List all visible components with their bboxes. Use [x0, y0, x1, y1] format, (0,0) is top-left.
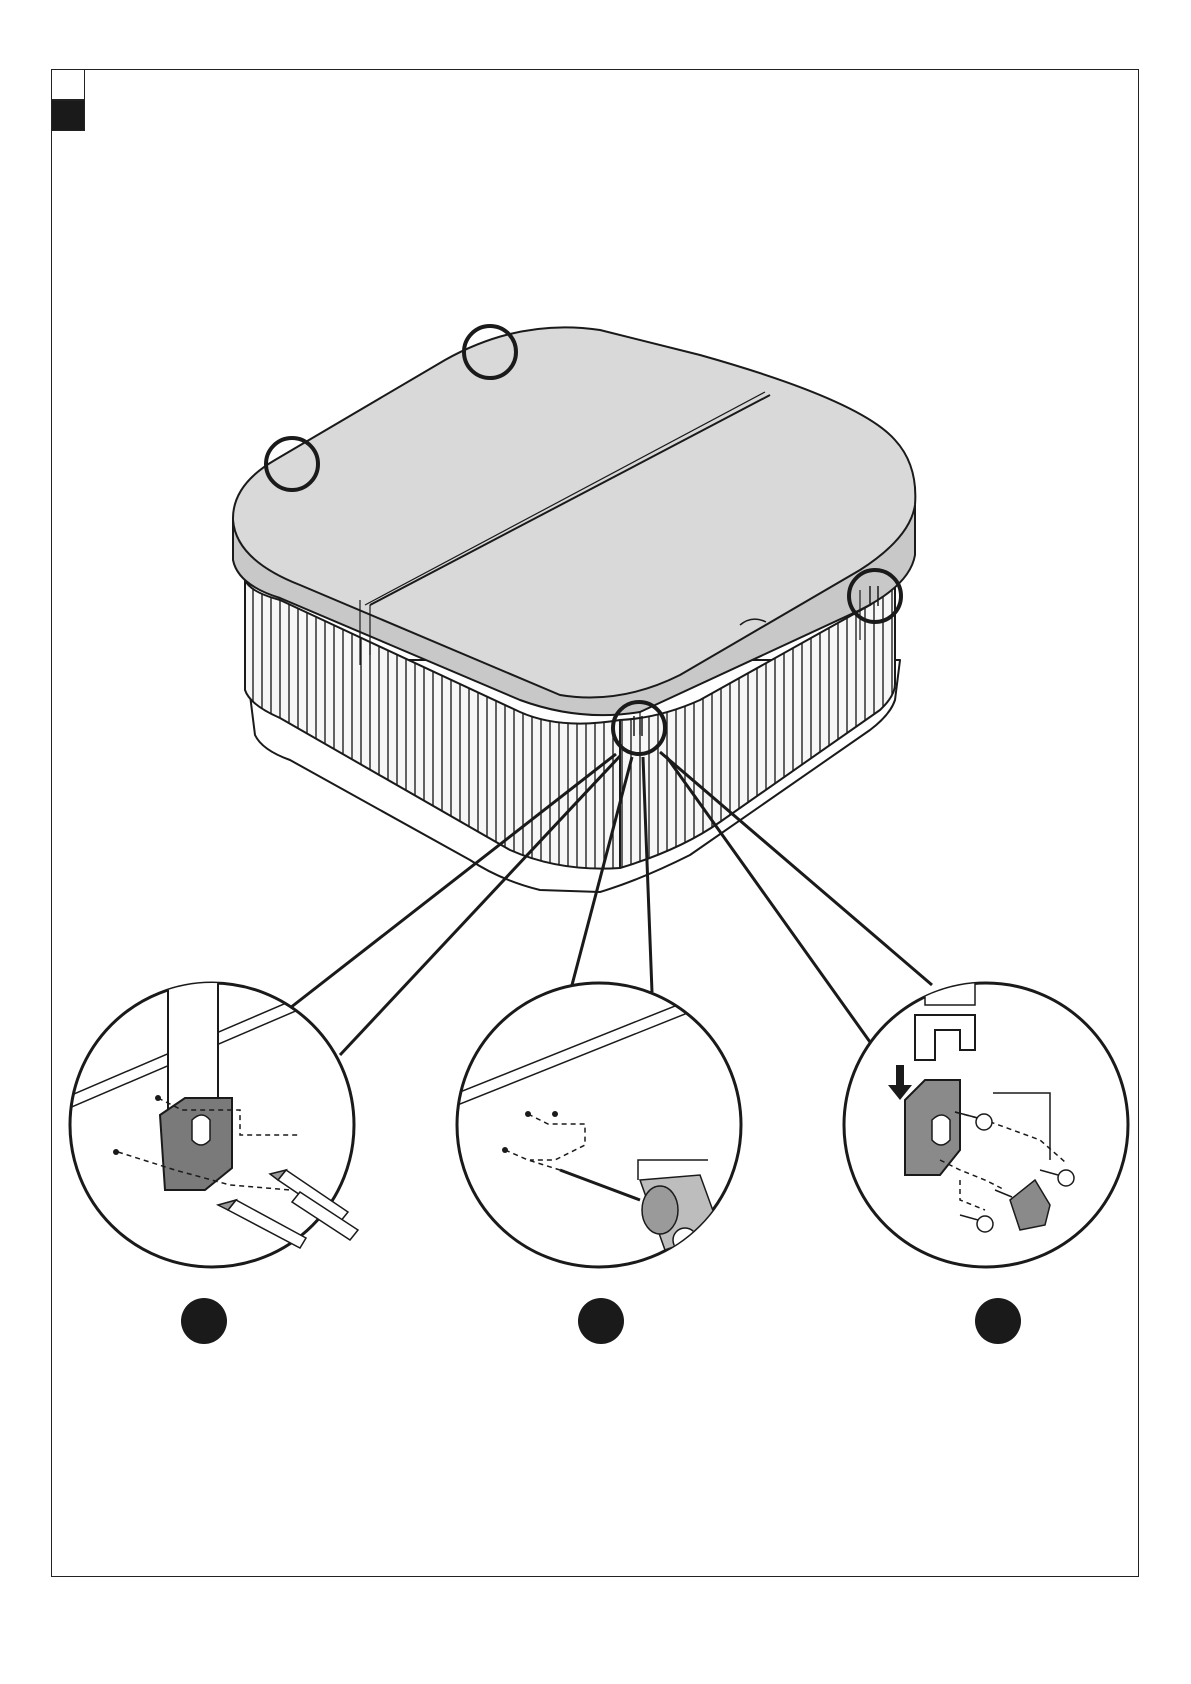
step-badge-2	[578, 1298, 624, 1344]
step-badge-3	[975, 1298, 1021, 1344]
hot-tub	[233, 327, 915, 892]
detail-step-3	[844, 975, 1128, 1267]
detail-step-2	[440, 980, 741, 1267]
step-badge-1	[181, 1298, 227, 1344]
detail-step-1	[60, 970, 358, 1267]
